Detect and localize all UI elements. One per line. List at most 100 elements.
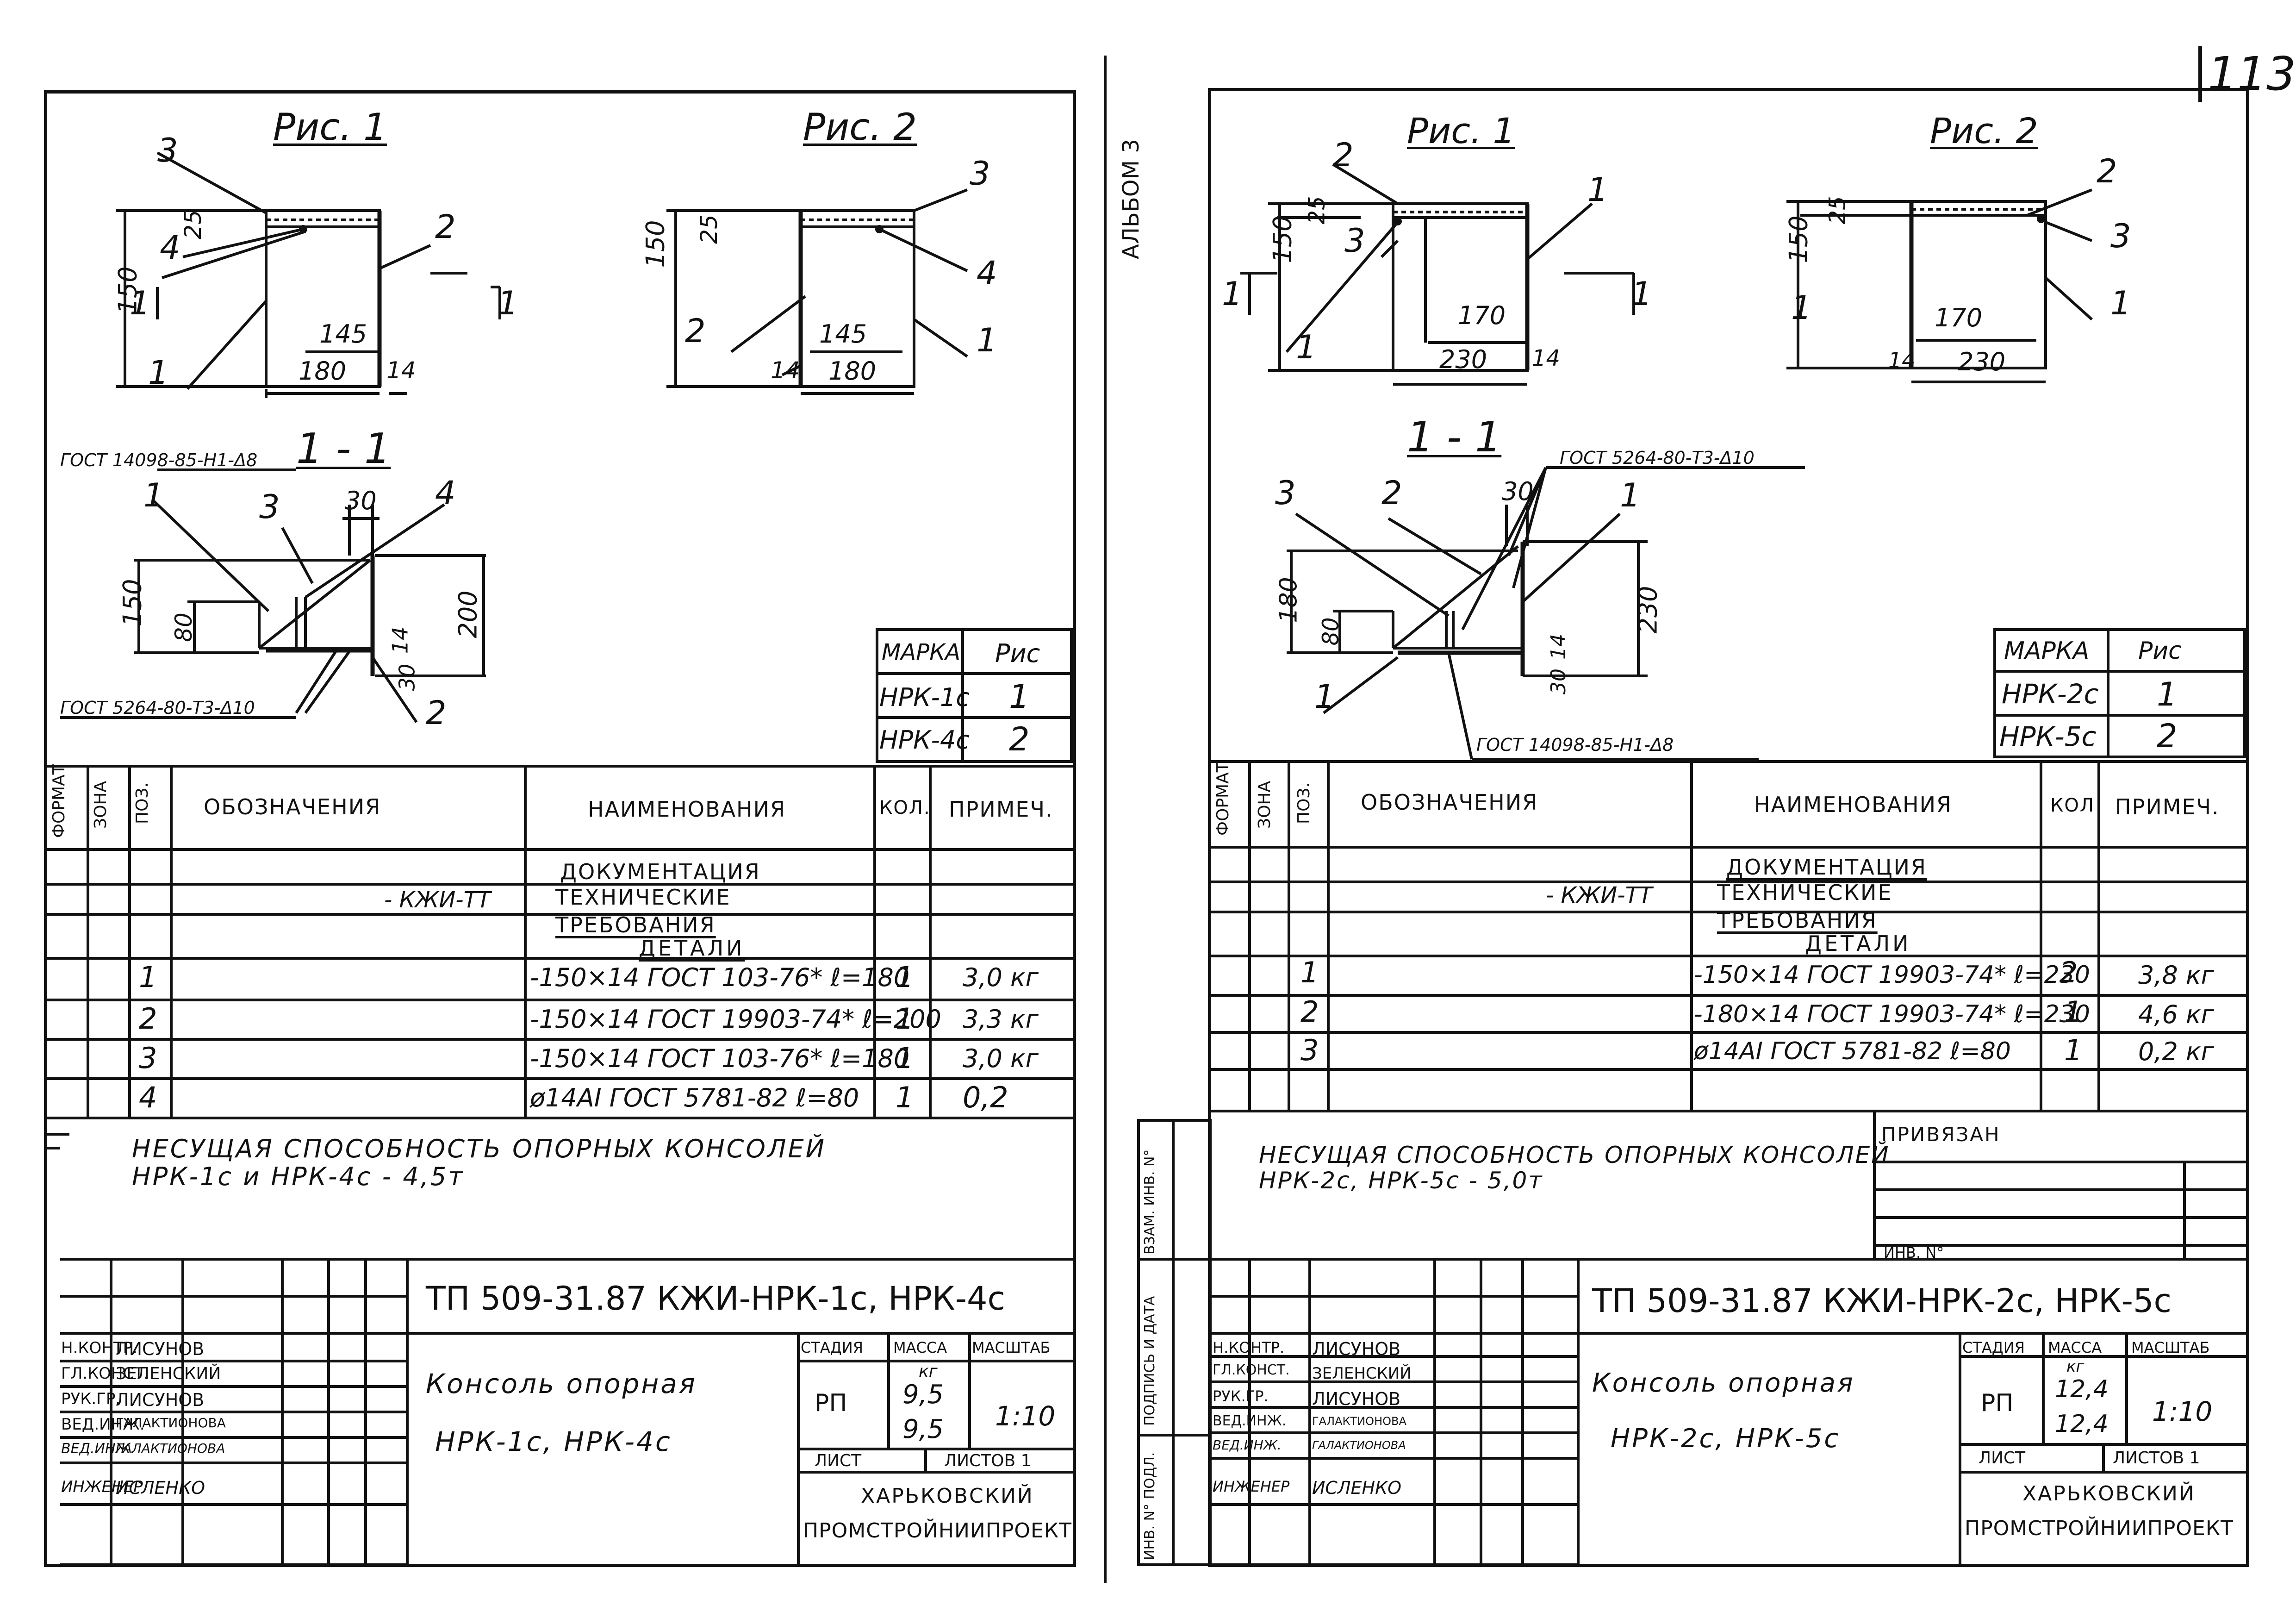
right-scale-label: МАСШТАБ: [2131, 1339, 2210, 1356]
left-mark-header: МАРКА: [882, 639, 961, 665]
right-spec-row2-pos: 2: [1300, 995, 1319, 1029]
left-mass-label: МАССА: [893, 1339, 947, 1356]
left-mark-row1-fig: 1: [1009, 678, 1030, 716]
left-section-leader-3: 3: [259, 488, 280, 526]
right-fig1-leader-1b: 1: [1296, 328, 1317, 366]
left-fig1-leader-4: 4: [160, 229, 180, 267]
right-mass-label: МАССА: [2048, 1339, 2102, 1356]
right-name-0: ЛИСУНОВ: [1312, 1339, 1401, 1359]
left-section-leader-4: 4: [435, 474, 456, 512]
left-spec-row1-pos: 1: [139, 960, 157, 994]
right-spec-row2-qty: 1: [2064, 995, 2083, 1029]
right-item-name: Консоль опорная: [1592, 1368, 1855, 1398]
left-fig1-leader-3: 3: [157, 131, 178, 169]
right-mark-header: МАРКА: [2004, 637, 2090, 665]
left-name-1: ЗЕЛЕНСКИЙ: [116, 1364, 221, 1383]
left-role-3: ВЕД.ИНЖ.: [61, 1415, 145, 1434]
right-fig2-leader-2: 2: [2097, 152, 2117, 190]
right-section-dim-30b: 30: [1547, 668, 1570, 694]
right-fig2-leader-3: 3: [2110, 217, 2131, 255]
left-fig1-leader-2: 2: [435, 208, 456, 246]
right-sheet-frame: [1208, 88, 2249, 1567]
right-fig2-dim-230: 230: [1958, 347, 2006, 376]
left-fig1-dim-25: 25: [179, 210, 206, 239]
left-org-line2: ПРОМСТРОЙНИИПРОЕКТ: [803, 1519, 1072, 1543]
left-sheet-frame: [44, 90, 1076, 1567]
right-spec-row3-pos: 3: [1300, 1033, 1319, 1067]
left-spec-row3-qty: 1: [896, 1041, 914, 1075]
right-section-title: 1 - 1: [1407, 413, 1502, 462]
right-sheets-label: ЛИСТОВ 1: [2113, 1449, 2200, 1468]
left-spec-row3-pos: 3: [139, 1041, 157, 1075]
right-spec-h-designation: ОБОЗНАЧЕНИЯ: [1361, 790, 1538, 815]
left-section-dim-30: 30: [345, 486, 377, 515]
right-mark-row1-fig: 1: [2157, 675, 2178, 713]
right-fig2-title: Рис. 2: [1930, 110, 2038, 151]
left-role-2: РУК.ГР.: [61, 1390, 121, 1408]
right-spec-row3-note: 0,2 кг: [2138, 1037, 2215, 1066]
right-section-dim-180: 180: [1275, 577, 1303, 623]
right-fig1-section-mark-left: 1: [1222, 275, 1243, 313]
left-section-dim-14: 14: [387, 626, 413, 654]
right-fig1-section-mark-right: 1: [1631, 275, 1652, 313]
right-role-3: ВЕД.ИНЖ.: [1213, 1413, 1287, 1429]
left-section-dim-30b: 30: [394, 663, 420, 691]
left-item-name: Консоль опорная: [426, 1368, 697, 1399]
left-fig2-leader-2: 2: [685, 312, 706, 350]
left-spec-row4-qty: 1: [896, 1081, 914, 1114]
right-spec-parts-heading: ДЕТАЛИ: [1805, 931, 1911, 956]
left-fig2-dim-180: 180: [828, 356, 877, 386]
left-fig2-dim-14: 14: [771, 357, 800, 384]
left-fig1-dim-180: 180: [299, 356, 347, 386]
right-name-1: ЗЕЛЕНСКИЙ: [1312, 1364, 1412, 1383]
left-spec-row4-pos: 4: [139, 1081, 157, 1114]
right-section-leader-1b: 1: [1314, 678, 1335, 716]
left-spec-h-note: ПРИМЕЧ.: [949, 797, 1053, 822]
right-name-4: ГАЛАКТИОНОВА: [1312, 1439, 1406, 1452]
right-role-2: РУК.ГР.: [1213, 1387, 1269, 1405]
left-fig1-section-mark-right: 1: [498, 284, 518, 322]
right-org-line1: ХАРЬКОВСКИЙ: [2022, 1482, 2196, 1505]
left-fig1-leader-1: 1: [148, 354, 169, 392]
left-spec-row1-note: 3,0 кг: [963, 963, 1039, 992]
left-fig1-dim-145: 145: [319, 319, 367, 349]
left-stage: РП: [815, 1389, 847, 1417]
right-mass-2: 12,4: [2055, 1410, 2109, 1438]
left-spec-row3-name: -150×14 ГОСТ 103-76* ℓ=180: [530, 1044, 910, 1073]
right-spec-h-note: ПРИМЕЧ.: [2115, 794, 2220, 819]
right-fig1-dim-14: 14: [1532, 345, 1561, 371]
right-mass-1: 12,4: [2055, 1375, 2109, 1403]
right-spec-row1-pos: 1: [1300, 956, 1319, 989]
left-name-5: ИСЛЕНКО: [116, 1478, 205, 1498]
right-role-0: Н.КОНТР.: [1213, 1339, 1285, 1356]
left-spec-h-zone: ЗОНА: [91, 781, 110, 829]
right-spec-row2-name: -180×14 ГОСТ 19903-74* ℓ=230: [1694, 1000, 2090, 1028]
right-side-stamp-2: ВЗАМ. ИНВ. N°: [1142, 1149, 1158, 1255]
right-org-line2: ПРОМСТРОЙНИИПРОЕКТ: [1965, 1517, 2234, 1540]
right-spec-h-qty: КОЛ: [2050, 795, 2095, 816]
left-note-line2: НРК-1с и НРК-4с - 4,5т: [132, 1162, 465, 1191]
left-section-leader-2: 2: [426, 694, 447, 732]
right-mark-row1: НРК-2с: [2002, 678, 2099, 710]
right-weld-note-bottom: ГОСТ 14098-85-Н1-Δ8: [1476, 735, 1674, 755]
left-org-line1: ХАРЬКОВСКИЙ: [861, 1484, 1034, 1508]
left-role-1: ГЛ.КОНСТ.: [61, 1364, 149, 1383]
right-fig1-dim-170: 170: [1458, 301, 1506, 330]
left-sheets-label: ЛИСТОВ 1: [944, 1451, 1032, 1470]
right-spec-doc-line2: ТРЕБОВАНИЯ: [1717, 908, 1878, 933]
right-inv-label: ИНВ. N°: [1884, 1244, 1944, 1262]
right-item-marks: НРК-2с, НРК-5с: [1611, 1424, 1841, 1454]
right-side-stamp-1: ПОДПИСЬ И ДАТА: [1142, 1296, 1158, 1426]
left-fig1-section-mark-left: 1: [130, 284, 150, 322]
left-mark-row2-fig: 2: [1009, 720, 1030, 758]
right-fig1-leader-3: 3: [1344, 222, 1365, 260]
right-section-leader-1: 1: [1620, 476, 1641, 514]
left-stage-label: СТАДИЯ: [801, 1339, 863, 1356]
right-scale: 1:10: [2152, 1396, 2213, 1427]
left-spec-row2-note: 3,3 кг: [963, 1005, 1039, 1034]
right-spec-h-name: НАИМЕНОВАНИЯ: [1754, 792, 1953, 817]
left-fig2-dim-25: 25: [695, 214, 722, 244]
right-fig2-dim-25: 25: [1824, 196, 1851, 225]
right-side-stamp-0: ИНВ. N° ПОДЛ.: [1142, 1452, 1158, 1560]
